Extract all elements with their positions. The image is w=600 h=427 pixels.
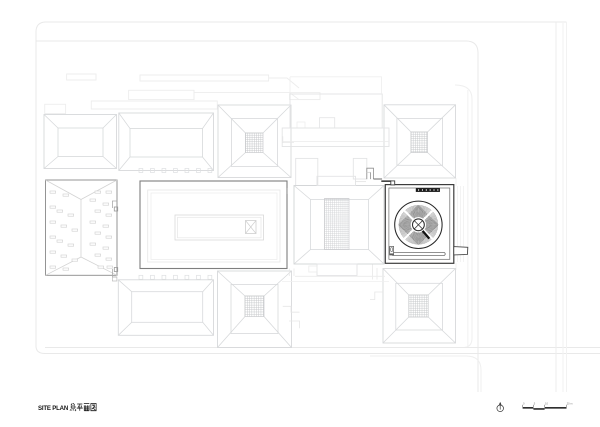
svg-text:10: 10: [545, 402, 548, 406]
svg-text:SITE PLAN: SITE PLAN: [38, 405, 68, 412]
svg-text:5: 5: [534, 402, 536, 406]
svg-text:20 m: 20 m: [567, 402, 573, 406]
svg-text:0: 0: [523, 402, 525, 406]
